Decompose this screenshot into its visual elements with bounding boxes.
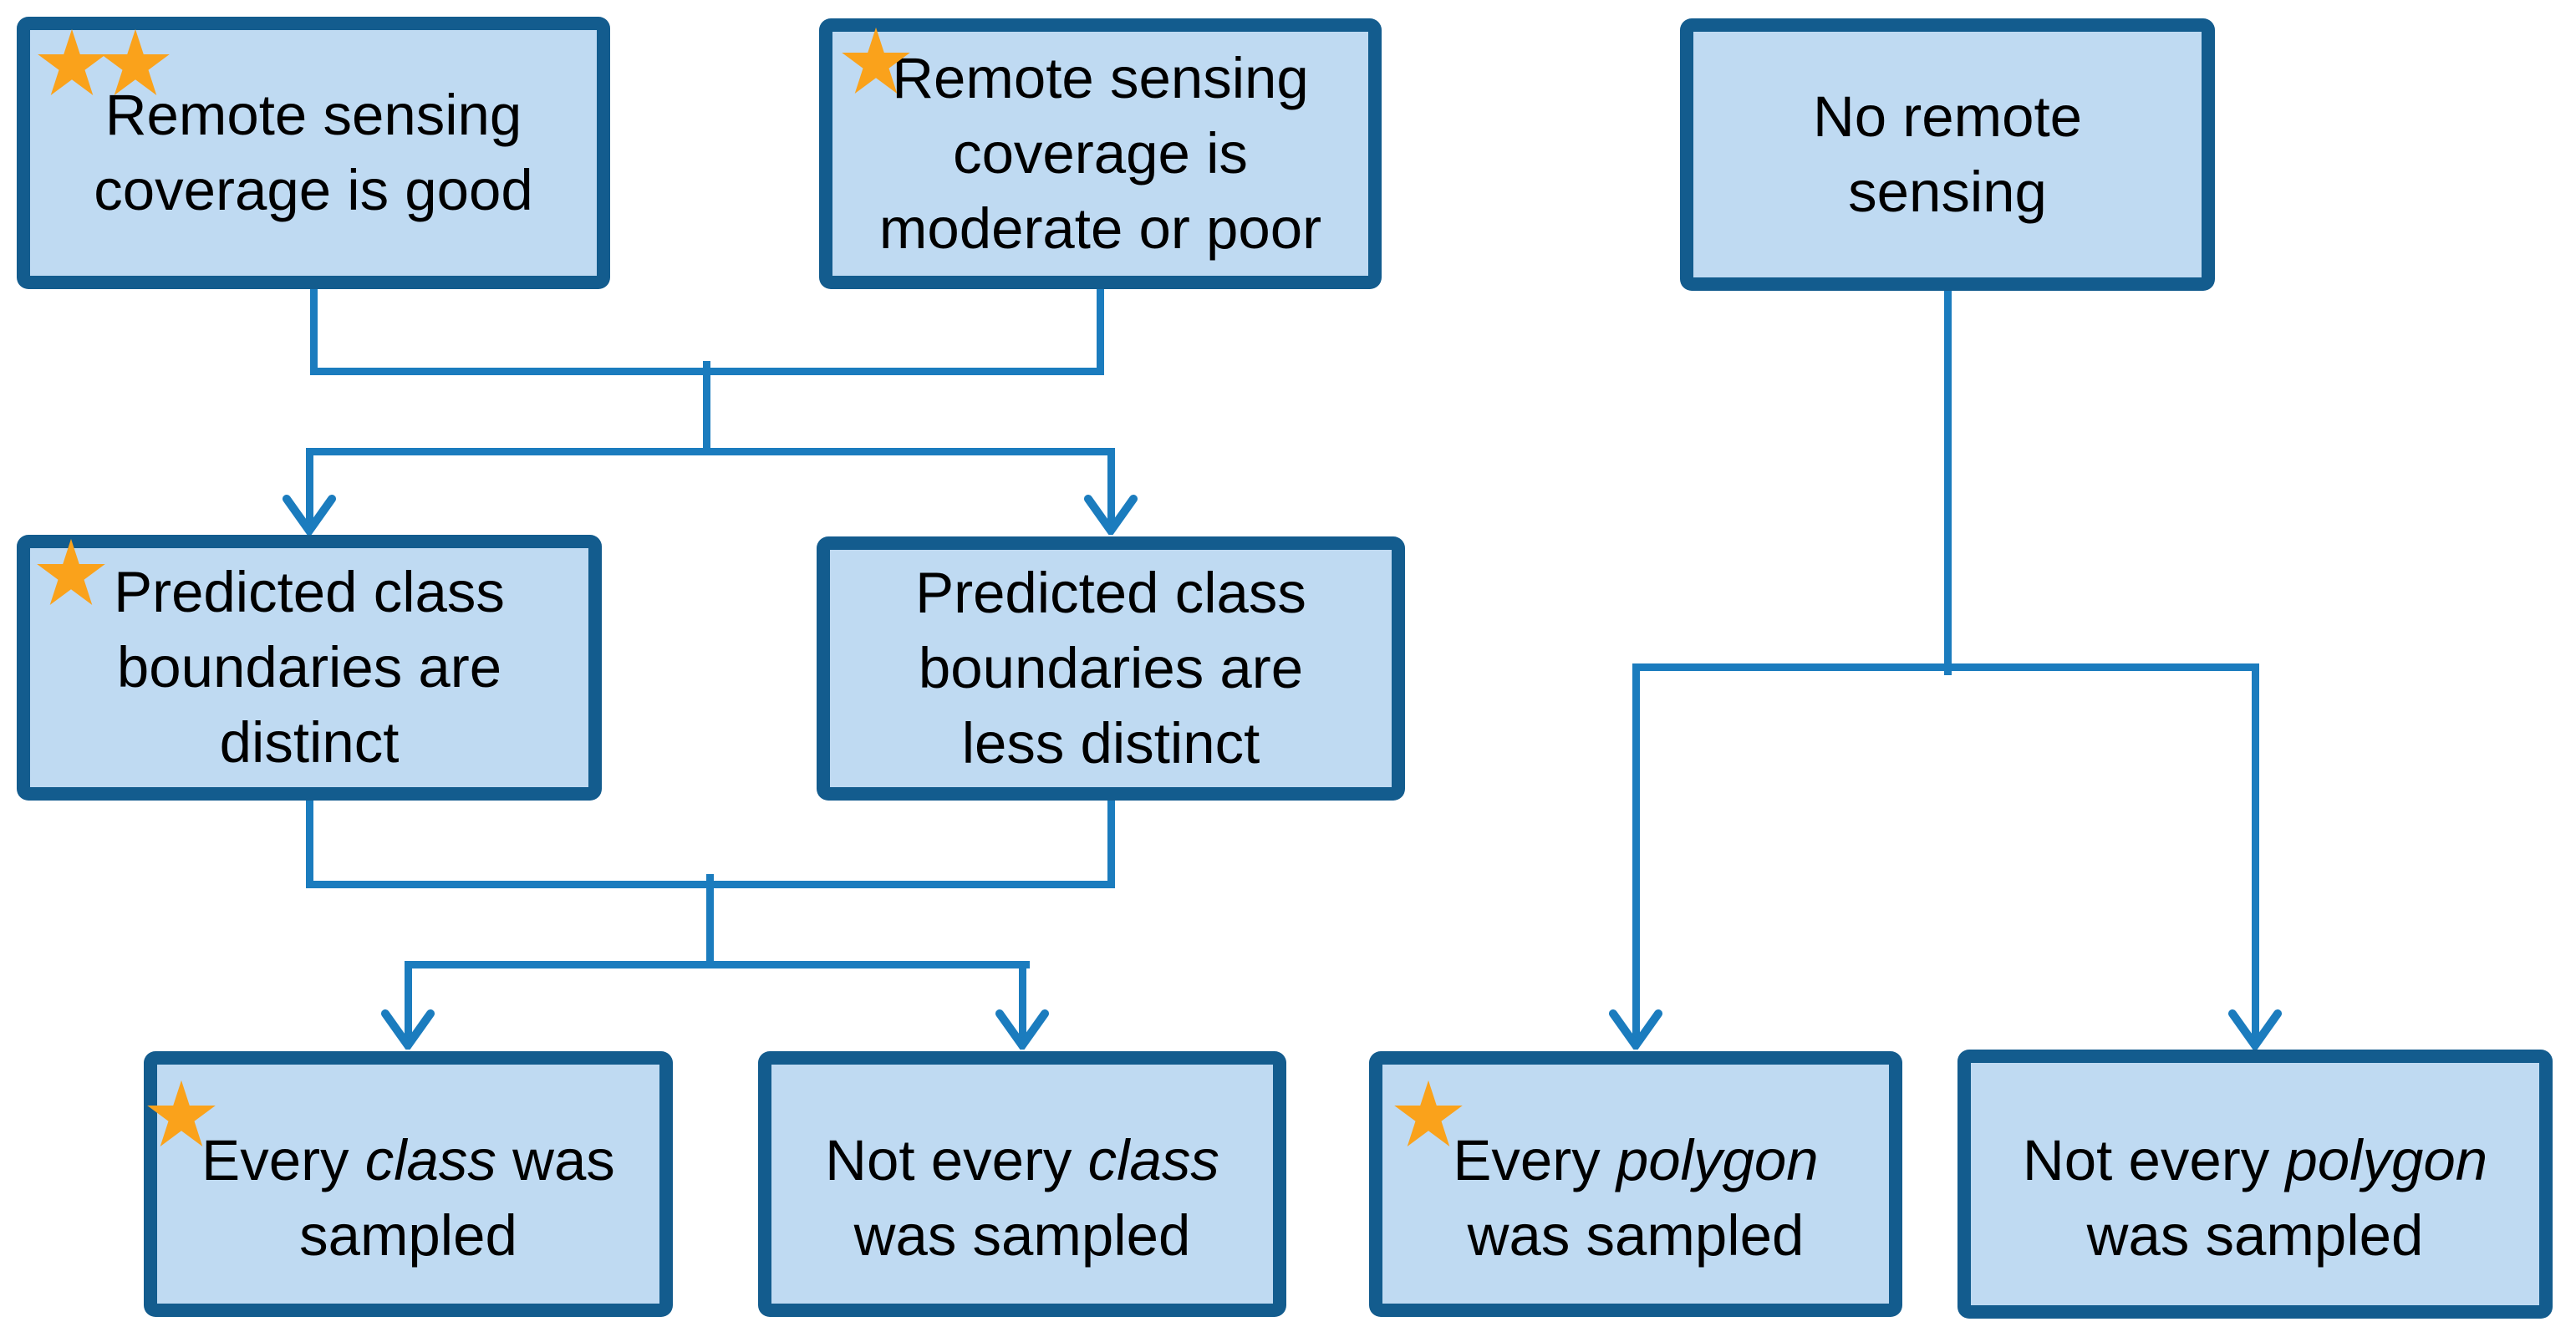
arrowhead-icon: [2228, 1009, 2282, 1050]
connector-arrow-stem-every-polygon: [1632, 663, 1640, 1046]
connector-h-split-right: [1632, 663, 2259, 671]
arrowhead-icon: [1609, 1009, 1662, 1050]
star-icon: [1394, 1080, 1463, 1146]
connector-v-from-moderate: [1097, 289, 1104, 374]
connector-arrow-stem-every-class: [405, 961, 412, 1046]
arrowhead-icon: [381, 1009, 435, 1050]
connector-arrow-stem-not-every-polygon: [2252, 663, 2259, 1046]
star-icons: [37, 538, 105, 605]
connector-v-mid-bottom: [706, 874, 714, 968]
connector-v-from-good: [310, 289, 318, 374]
arrowhead-icon: [995, 1009, 1049, 1050]
star-icons: [1394, 1080, 1463, 1146]
connector-v-from-distinct: [306, 801, 313, 887]
connector-v-mid-top: [703, 361, 710, 455]
connector-arrow-stem-not-every-class: [1019, 961, 1026, 1046]
arrowhead-icon: [1084, 495, 1138, 535]
connector-v-from-no-rs: [1944, 291, 1952, 675]
star-icon: [101, 28, 170, 95]
connector-h-split-bottom: [405, 961, 1030, 968]
star-icon: [842, 27, 910, 94]
star-icon: [38, 28, 106, 95]
star-icons: [147, 1080, 216, 1146]
star-icons: [842, 27, 910, 94]
connector-arrow-stem-distinct: [306, 448, 313, 531]
star-icon: [37, 538, 105, 605]
arrowhead-icon: [283, 495, 336, 535]
connector-arrow-stem-less-distinct: [1107, 448, 1115, 531]
star-icons: [38, 28, 170, 95]
star-icon: [147, 1080, 216, 1146]
connector-v-from-less-distinct: [1107, 801, 1115, 887]
connector-h-split-top: [306, 448, 1115, 455]
